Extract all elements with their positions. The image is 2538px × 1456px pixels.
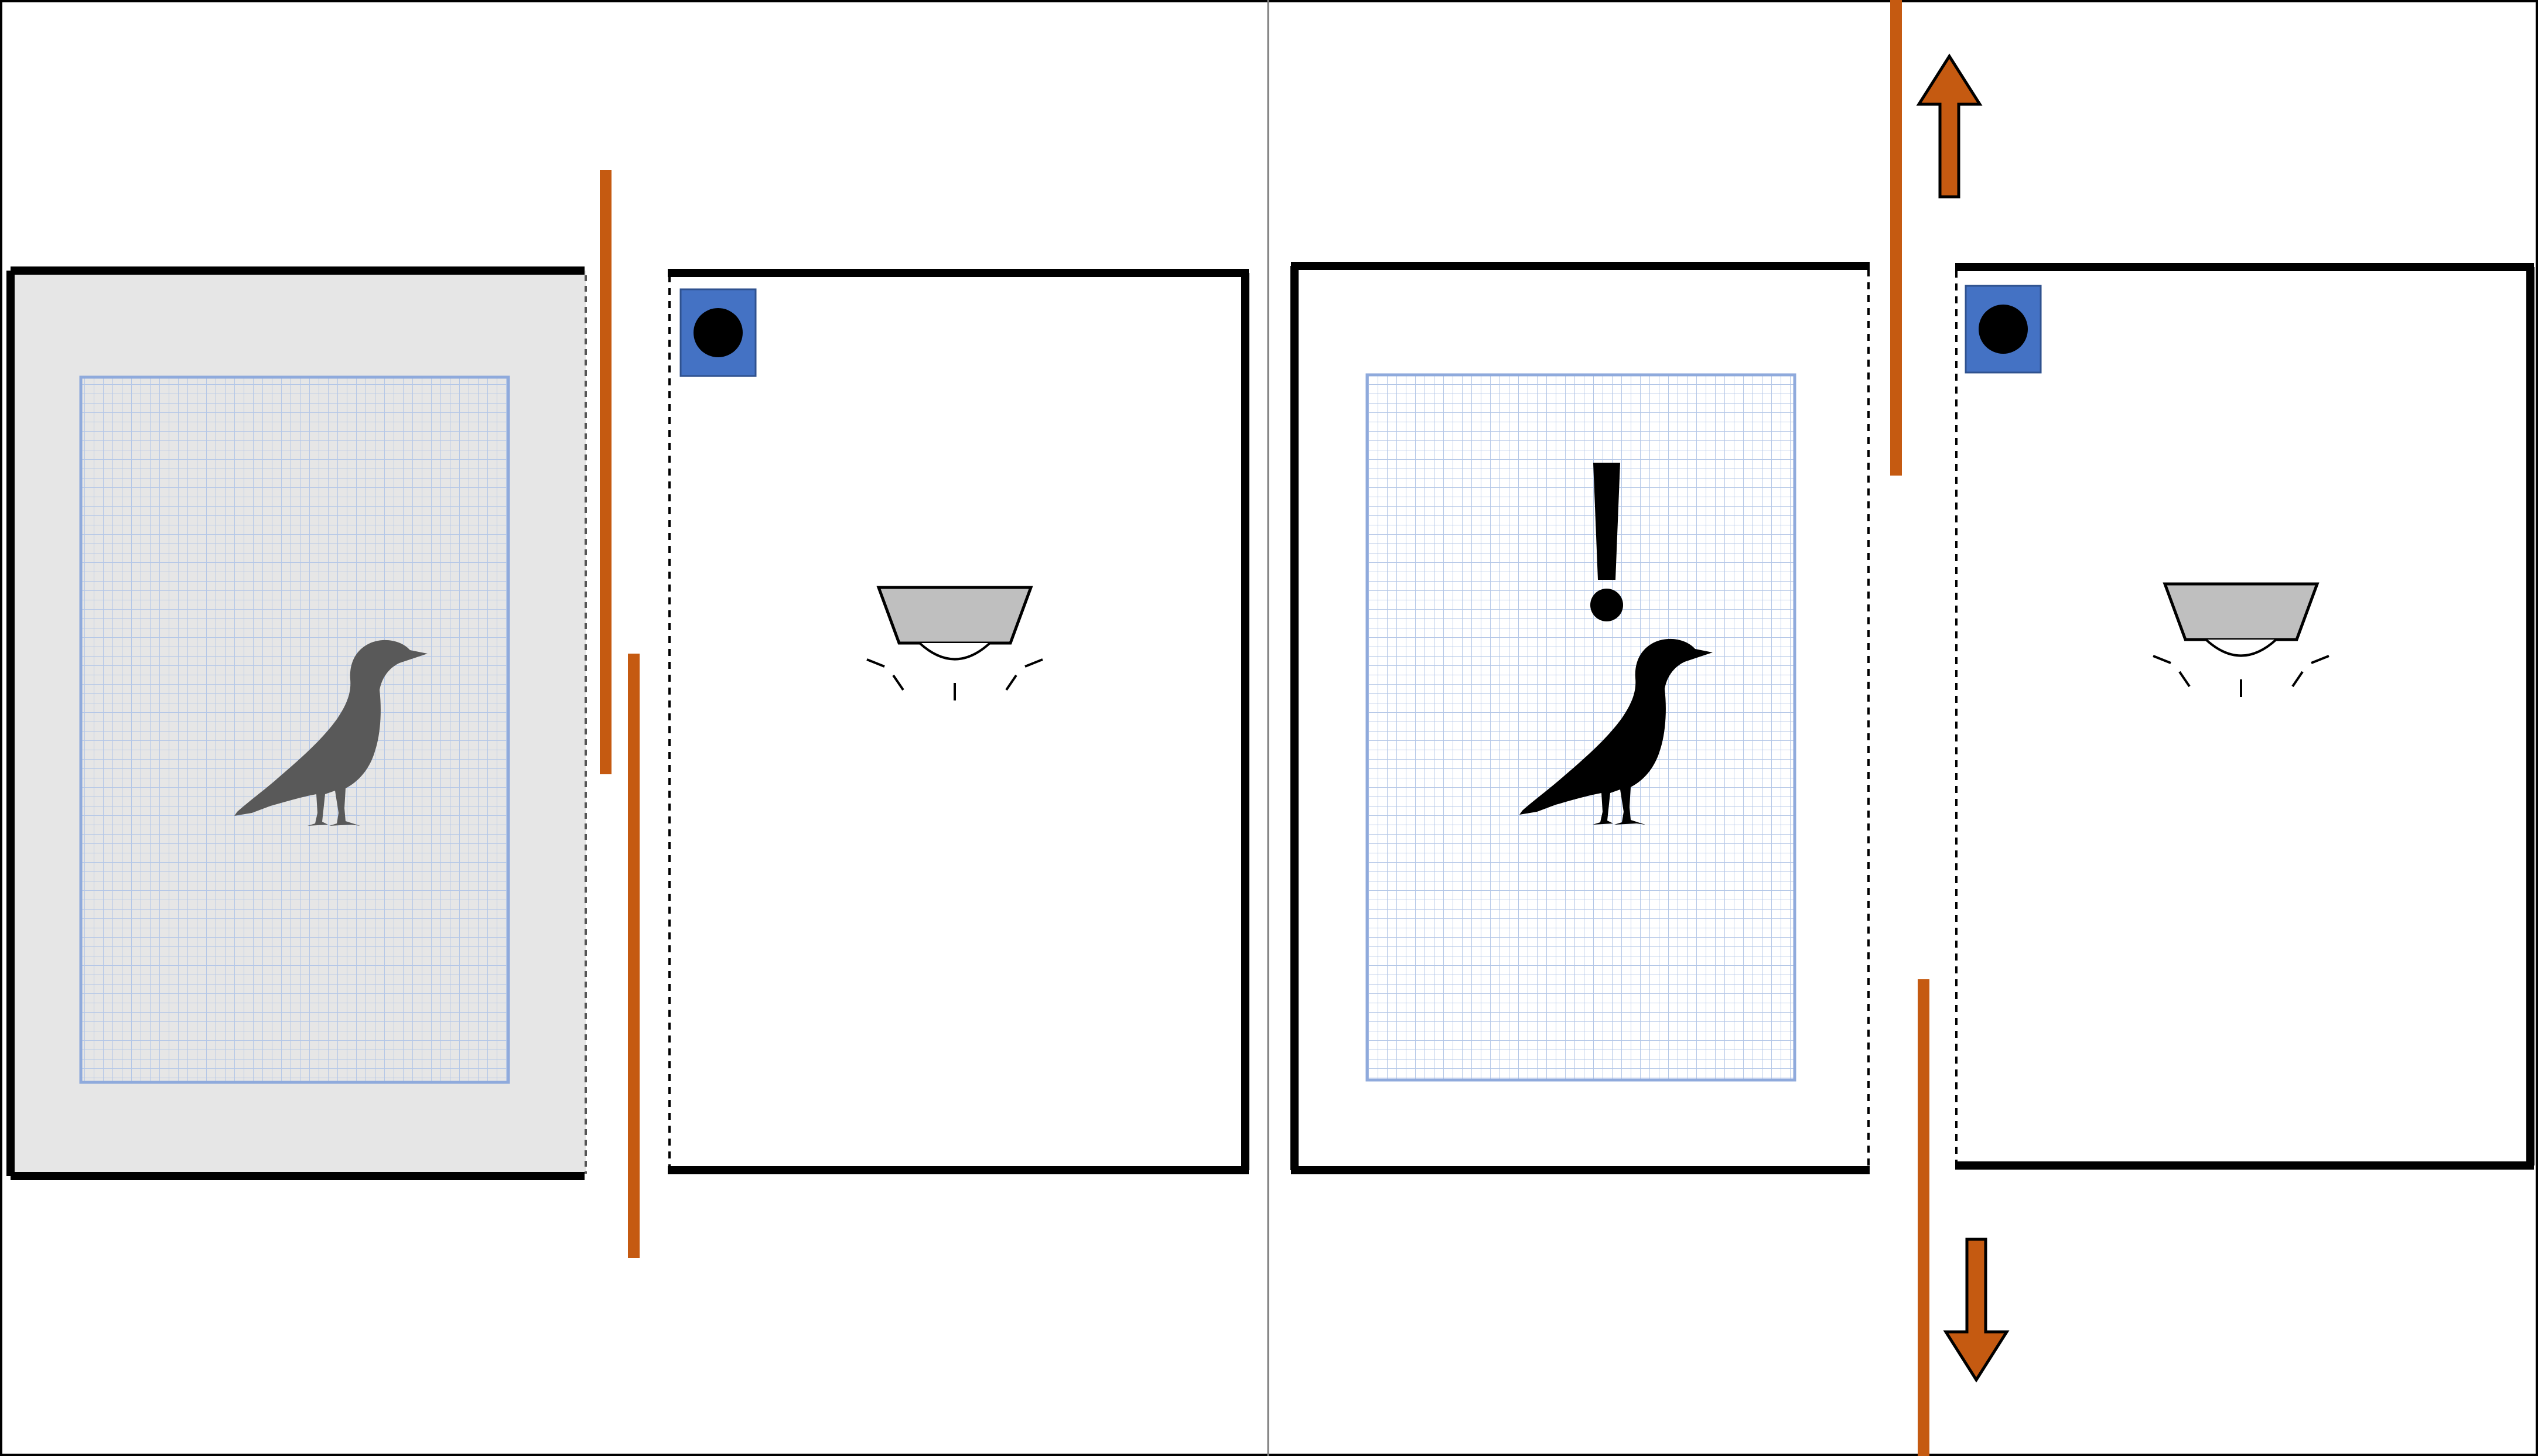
grid-area [79, 375, 510, 1084]
right-room [668, 269, 1249, 1174]
lamp-ray [2311, 655, 2329, 664]
arrow-down-icon [1943, 1238, 2010, 1383]
lamp-ray [2153, 655, 2171, 664]
led-dot [1979, 305, 2028, 354]
lamp-ray [1005, 674, 1017, 691]
led-indicator-icon [679, 288, 757, 377]
lamp-ray [892, 674, 904, 691]
arrow-shape [1916, 53, 1983, 199]
lamp-ray [1024, 658, 1043, 668]
ceiling-light-icon [866, 586, 1043, 700]
led-indicator-icon [1965, 285, 2042, 374]
ceiling-light-icon [2153, 582, 2329, 697]
lamp-shade [2163, 582, 2320, 641]
arrow-up-icon [1916, 53, 1983, 199]
lamp-ray [866, 658, 885, 668]
grid-area [1365, 373, 1796, 1082]
left-room [6, 266, 587, 1180]
lamp-shade [876, 586, 1033, 645]
exclamation-bar [1593, 463, 1620, 580]
panel-before [6, 170, 1249, 1258]
led-dot [694, 308, 743, 357]
left-room [1290, 262, 1870, 1174]
exclamation-dot [1590, 589, 1623, 621]
exclamation-icon [1590, 463, 1623, 621]
lamp-bulb [2205, 638, 2277, 657]
panel-after [1290, 0, 2534, 1456]
right-room [1955, 263, 2534, 1170]
arrow-shape [1943, 1238, 2010, 1383]
lamp-ray [2291, 671, 2304, 688]
lamp-bulb [918, 642, 991, 661]
lamp-ray [2178, 671, 2191, 688]
